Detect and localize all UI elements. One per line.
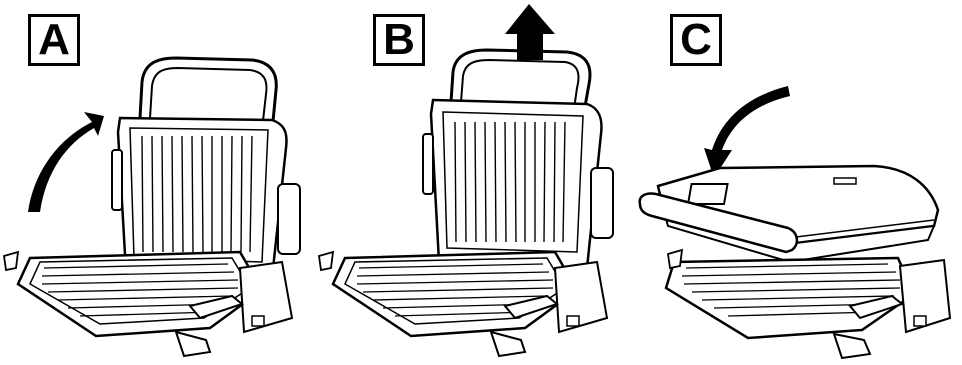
step-c-panel: C	[638, 0, 958, 365]
close-arrow-icon	[704, 86, 790, 178]
step-a-panel: A	[0, 0, 320, 365]
grill-lift-illustration	[315, 0, 635, 365]
open-arrow-icon	[28, 112, 104, 212]
grill-open-illustration	[0, 0, 320, 365]
grill-closed-illustration	[638, 0, 962, 365]
step-b-panel: B	[315, 0, 635, 365]
